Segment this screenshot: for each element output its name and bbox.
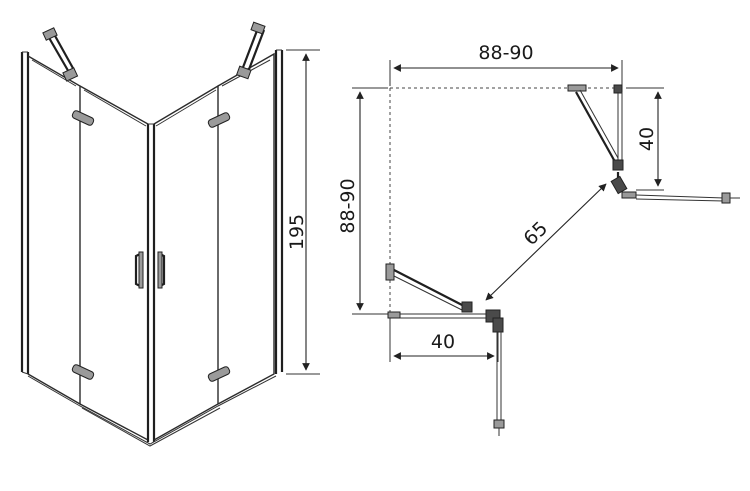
handle-right [157, 251, 166, 289]
right-door-inner-panel [153, 84, 219, 441]
stabilizer-bar-right [236, 21, 266, 80]
width-label: 88-90 [478, 42, 533, 64]
depth-label: 88-90 [337, 178, 359, 233]
bottom-edge [27, 375, 277, 445]
hinge-left-bottom [71, 364, 95, 380]
height-dimension: 195 [286, 49, 320, 375]
corner-post [146, 123, 156, 442]
shower-perspective-view: 195 [20, 21, 320, 447]
height-label: 195 [286, 214, 308, 250]
shower-plan-view: 88-90 88-90 40 40 65 [337, 42, 740, 436]
left-wall-profile [20, 51, 30, 375]
right-offset-dimension: 40 [626, 87, 664, 191]
bottom-edge-inner [81, 407, 221, 447]
hinge-left-top [71, 110, 95, 126]
handle-left [134, 251, 144, 289]
right-door-plan [567, 84, 740, 204]
bottom-offset-dimension: 40 [389, 318, 499, 362]
bottom-offset-label: 40 [431, 331, 455, 353]
hinge-right-bottom [207, 366, 231, 382]
diagonal-dimension: 65 [485, 183, 607, 301]
depth-dimension: 88-90 [337, 87, 388, 315]
right-offset-label: 40 [636, 127, 658, 151]
right-door-outer-panel [217, 52, 275, 405]
stabilizer-bar-left [42, 27, 79, 82]
left-door-inner-panel [79, 85, 149, 442]
hinge-right-top [207, 112, 231, 128]
right-wall-profile [274, 49, 284, 374]
left-door-outer-panel [27, 55, 81, 406]
diagonal-label: 65 [519, 217, 552, 250]
width-dimension: 88-90 [389, 42, 623, 86]
left-door-plan [385, 263, 505, 436]
